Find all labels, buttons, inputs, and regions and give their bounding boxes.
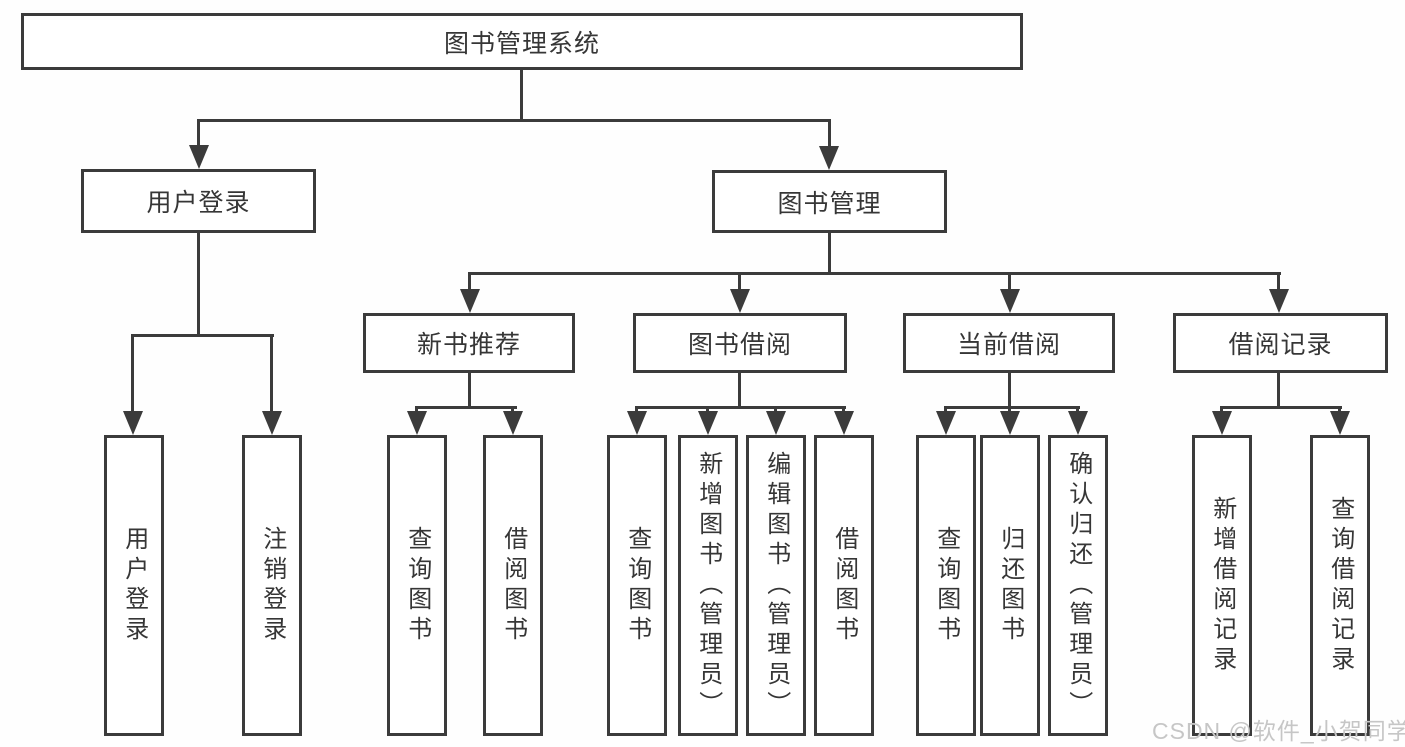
node-root: 图书管理系统 [21, 13, 1023, 70]
connector-stub [842, 406, 845, 414]
node-book-borrow: 图书借阅 [633, 313, 847, 373]
csdn-watermark: CSDN @软件_小贺同学 [1152, 718, 1405, 744]
arrowhead-user-login [189, 145, 209, 169]
arrowhead-sec3 [1000, 289, 1020, 313]
connector-stub [415, 406, 418, 414]
leaf-query-borrow-record: 查询借阅记录 [1310, 435, 1370, 736]
connector-sec2-stem [738, 371, 741, 409]
leaf-user-login: 用户登录 [104, 435, 164, 736]
leaf-add-borrow-record: 新增借阅记录 [1192, 435, 1252, 736]
connector-sec4-stem [1277, 371, 1280, 409]
arrowhead-leaf [698, 411, 718, 435]
leaf-confirm-return-admin: 确认归还（管理员） [1048, 435, 1108, 736]
connector-sec1-stem [468, 371, 471, 409]
arrowhead-leaf [766, 411, 786, 435]
arrowhead-login2 [262, 411, 282, 435]
connector-stub [1220, 406, 1223, 414]
connector-stub [635, 406, 638, 414]
leaf-return-books: 归还图书 [980, 435, 1040, 736]
leaf-label: 查询图书 [403, 525, 431, 646]
leaf-label: 新增借阅记录 [1208, 495, 1236, 676]
connector-drop-login2 [270, 334, 273, 414]
connector-root-stem [520, 68, 523, 122]
node-current-borrow: 当前借阅 [903, 313, 1115, 373]
leaf-borrow-books-1: 借阅图书 [483, 435, 543, 736]
leaf-label: 查询借阅记录 [1326, 495, 1354, 676]
leaf-borrow-books-2: 借阅图书 [814, 435, 874, 736]
leaf-label: 注销登录 [258, 525, 286, 646]
node-book-mgmt: 图书管理 [712, 170, 947, 233]
arrowhead-leaf [936, 411, 956, 435]
leaf-label: 查询图书 [623, 525, 651, 646]
leaf-label: 借阅图书 [499, 525, 527, 646]
connector-drop-sec2 [738, 272, 741, 292]
connector-mgmt-stem [828, 232, 831, 274]
connector-login-stem [197, 232, 200, 337]
leaf-label: 归还图书 [996, 525, 1024, 646]
connector-stub [944, 406, 947, 414]
leaf-label: 查询图书 [932, 525, 960, 646]
connector-stub [706, 406, 709, 414]
leaf-add-books-admin: 新增图书（管理员） [678, 435, 738, 736]
arrowhead-leaf [1000, 411, 1020, 435]
node-user-login: 用户登录 [81, 169, 316, 233]
leaf-label: 借阅图书 [830, 525, 858, 646]
connector-drop-sec1 [468, 272, 471, 292]
connector-stub [1076, 406, 1079, 414]
node-new-books: 新书推荐 [363, 313, 575, 373]
connector-mgmt-split [468, 272, 1281, 275]
connector-sec1-split [415, 406, 517, 409]
arrowhead-leaf [627, 411, 647, 435]
connector-stub [774, 406, 777, 414]
leaf-query-books-2: 查询图书 [607, 435, 667, 736]
connector-drop-login1 [131, 334, 134, 414]
connector-stub [1008, 406, 1011, 414]
leaf-label: 编辑图书（管理员） [762, 450, 790, 721]
leaf-label: 新增图书（管理员） [694, 450, 722, 721]
connector-sec2-split [635, 406, 846, 409]
connector-stub [1338, 406, 1341, 414]
connector-drop-sec4 [1277, 272, 1280, 292]
leaf-logout: 注销登录 [242, 435, 302, 736]
connector-drop-user-login [197, 119, 200, 149]
connector-sec3-split [944, 406, 1080, 409]
leaf-query-books-3: 查询图书 [916, 435, 976, 736]
connector-stub [511, 406, 514, 414]
arrowhead-login1 [123, 411, 143, 435]
connector-root-split [197, 119, 831, 122]
arrowhead-sec1 [460, 289, 480, 313]
leaf-edit-books-admin: 编辑图书（管理员） [746, 435, 806, 736]
connector-login-split [131, 334, 274, 337]
leaf-label: 用户登录 [120, 525, 148, 646]
arrowhead-leaf [1068, 411, 1088, 435]
connector-drop-book-mgmt [828, 119, 831, 149]
connector-sec4-split [1220, 406, 1342, 409]
connector-sec3-stem [1008, 371, 1011, 409]
arrowhead-leaf [1330, 411, 1350, 435]
arrowhead-leaf [1212, 411, 1232, 435]
leaf-label: 确认归还（管理员） [1064, 450, 1092, 721]
arrowhead-leaf [834, 411, 854, 435]
arrowhead-book-mgmt [819, 146, 839, 170]
arrowhead-leaf [503, 411, 523, 435]
connector-drop-sec3 [1008, 272, 1011, 292]
arrowhead-sec4 [1269, 289, 1289, 313]
arrowhead-sec2 [730, 289, 750, 313]
arrowhead-leaf [407, 411, 427, 435]
node-borrow-records: 借阅记录 [1173, 313, 1388, 373]
leaf-query-books-1: 查询图书 [387, 435, 447, 736]
